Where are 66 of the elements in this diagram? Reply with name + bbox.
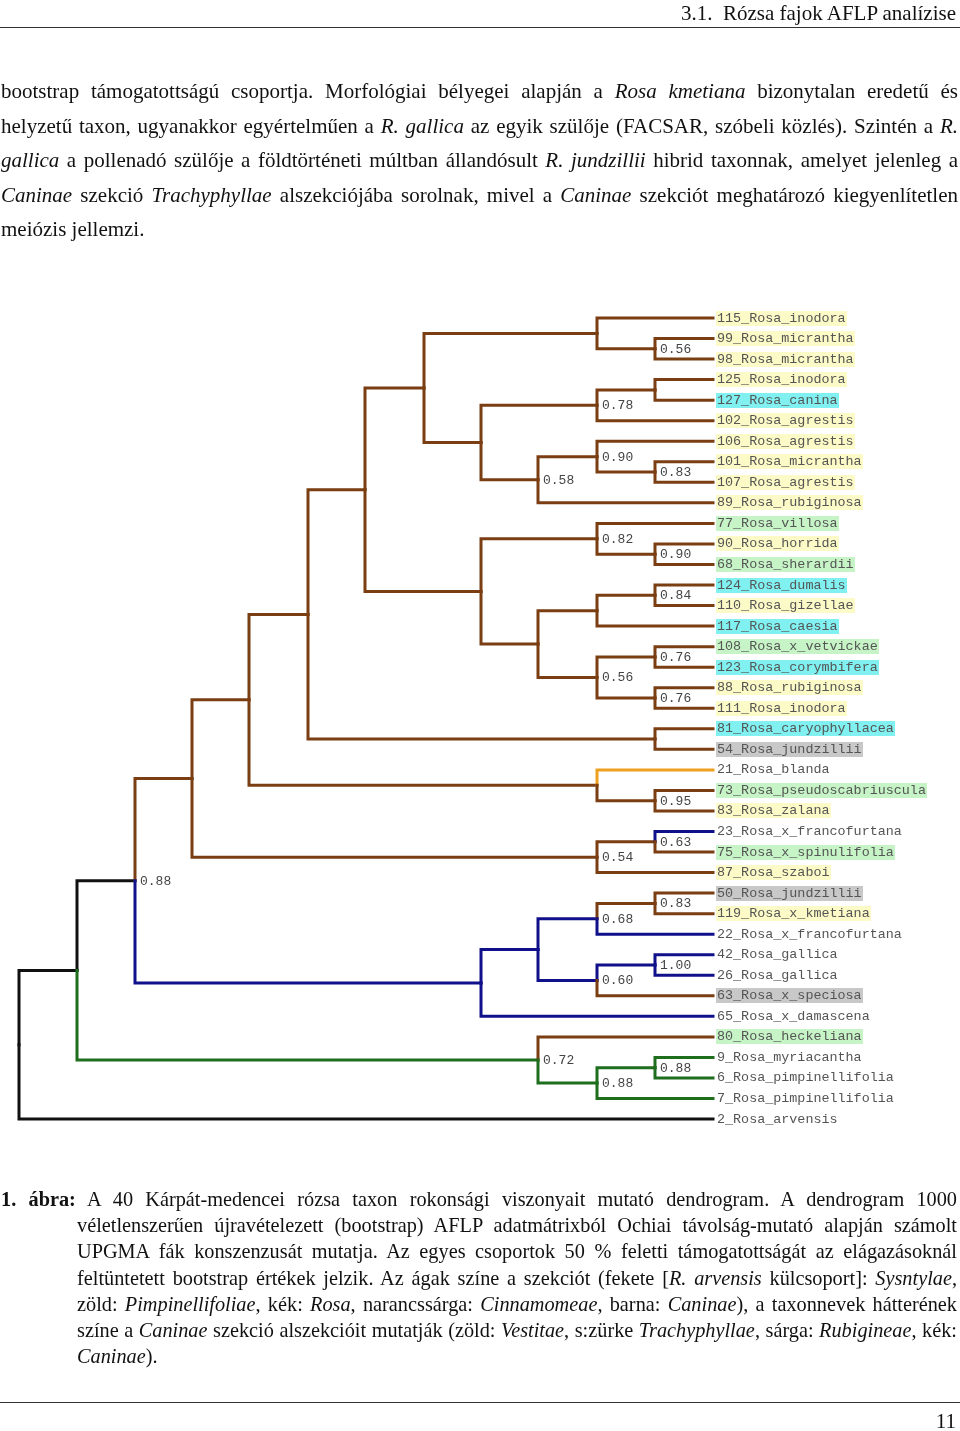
taxon-label: 101_Rosa_micrantha bbox=[716, 454, 863, 470]
bootstrap-value: 0.60 bbox=[602, 974, 634, 989]
taxon-label: 88_Rosa_rubiginosa bbox=[716, 680, 863, 696]
bootstrap-value: 0.78 bbox=[602, 399, 634, 414]
taxon-label: 102_Rosa_agrestis bbox=[716, 413, 855, 429]
taxon-label: 75_Rosa_x_spinulifolia bbox=[716, 844, 895, 860]
taxon-label: 7_Rosa_pimpinellifolia bbox=[716, 1091, 895, 1106]
bootstrap-value: 0.56 bbox=[660, 342, 692, 357]
bootstrap-value: 0.76 bbox=[660, 692, 692, 706]
bootstrap-value: 0.63 bbox=[660, 835, 692, 850]
taxon-label: 50_Rosa_jundzillii bbox=[716, 885, 863, 901]
taxon-label: 111_Rosa_inodora bbox=[716, 700, 847, 716]
taxon-label: 2_Rosa_arvensis bbox=[716, 1111, 839, 1127]
taxon-label: 90_Rosa_horrida bbox=[716, 536, 839, 552]
bootstrap-value: 0.88 bbox=[660, 1061, 692, 1076]
body-paragraph: bootstrap támogatottságú csoportja. Morfológiai bélyegei alapján a Rosa kmetiana bizonytalan eredetű és helyzetű taxon, ugyanakkor egyértelműen a R. gallica az egyik szülője (FACSAR, szóbeli közlés). Szintén a R. gallica a pollenadó szülője a földtörténeti múltban állandósult R. jundzillii hibrid taxonnak, amelyet jelenleg a Caninae szekció Trachyphyllae alszekciójába sorolnak, mivel a Caninae szekciót meghatározó kiegyenlítetlen meiózis jellemzi. bbox=[1, 78, 958, 243]
bootstrap-value: 0.88 bbox=[602, 1077, 634, 1092]
figure-caption: 1. ábra: A 40 Kárpát-medencei rózsa taxon rokonsági viszonyait mutató dendrogram. A dendrogram 1000 véletlenszerűen újravételezett (bootstrap) AFLP adatmátrixból Ochiai távolság-mutató alapján számolt UPGMA fák konszenzusát mutatja. Az egyes csoportok 50 % feletti támogatottságát az elágazásoknál feltüntetett bootstrap értékek jelzik. Az ágak színe a szekciót (fekete [R. arvensis külcsoport]: Sysntylae, zöld: Pimpinellifoliae, kék: Rosa, narancssárga: Cinnamomeae, barna: Caninae), a taxonnevek hátterének színe a Caninae szekció alszekcióit mutatják (zöld: Vestitae, s:zürke Trachyphyllae, sárga: Rubigineae, kék: Caninae). bbox=[1, 1187, 957, 1370]
taxon-label: 81_Rosa_caryophyllacea bbox=[716, 721, 895, 737]
bootstrap-value: 0.68 bbox=[602, 912, 634, 927]
taxon-label: 68_Rosa_sherardii bbox=[716, 556, 855, 572]
taxon-label: 26_Rosa_gallica bbox=[716, 967, 839, 983]
bootstrap-value: 0.83 bbox=[660, 897, 692, 912]
taxon-label: 127_Rosa_canina bbox=[716, 392, 839, 408]
bootstrap-value: 0.83 bbox=[660, 466, 692, 481]
bootstrap-value: 0.90 bbox=[602, 450, 634, 465]
taxon-label: 65_Rosa_x_damascena bbox=[716, 1008, 871, 1024]
bootstrap-value: 0.56 bbox=[602, 671, 634, 686]
bootstrap-value: 0.95 bbox=[660, 794, 692, 809]
taxon-label: 115_Rosa_inodora bbox=[716, 310, 847, 326]
taxon-label: 123_Rosa_corymbifera bbox=[716, 659, 879, 675]
taxon-label: 6_Rosa_pimpinellifolia bbox=[716, 1070, 895, 1086]
taxon-label: 42_Rosa_gallica bbox=[716, 947, 839, 963]
taxon-label: 106_Rosa_agrestis bbox=[716, 433, 855, 449]
taxon-label: 77_Rosa_villosa bbox=[716, 515, 839, 531]
taxon-label: 117_Rosa_caesia bbox=[716, 618, 839, 634]
taxon-label: 87_Rosa_szaboi bbox=[716, 865, 831, 881]
bootstrap-value: 0.90 bbox=[660, 548, 692, 563]
taxon-label: 125_Rosa_inodora bbox=[716, 372, 847, 388]
taxon-label: 110_Rosa_gizellae bbox=[716, 598, 855, 614]
bootstrap-value: 0.58 bbox=[543, 473, 575, 488]
bootstrap-value: 0.84 bbox=[660, 589, 692, 604]
taxon-label: 107_Rosa_agrestis bbox=[716, 474, 855, 490]
taxon-label: 108_Rosa_x_vetvickae bbox=[716, 639, 879, 655]
taxon-label: 23_Rosa_x_francofurtana bbox=[716, 824, 903, 839]
taxon-label: 22_Rosa_x_francofurtana bbox=[716, 926, 903, 942]
taxon-label: 124_Rosa_dumalis bbox=[716, 577, 847, 593]
bootstrap-value: 0.88 bbox=[140, 874, 172, 889]
running-header: 3.1. Rózsa fajok AFLP analízise bbox=[680, 0, 956, 26]
page-number: 11 bbox=[935, 1408, 956, 1431]
taxon-label: 80_Rosa_heckeliana bbox=[716, 1029, 863, 1045]
taxon-label: 83_Rosa_zalana bbox=[716, 803, 831, 819]
taxon-label: 119_Rosa_x_kmetiana bbox=[716, 906, 871, 922]
taxon-label: 99_Rosa_micrantha bbox=[716, 331, 855, 347]
taxon-label: 73_Rosa_pseudoscabriuscula bbox=[716, 782, 927, 798]
taxon-label: 98_Rosa_micrantha bbox=[716, 351, 855, 367]
taxon-label: 9_Rosa_myriacantha bbox=[716, 1049, 863, 1065]
taxon-label: 63_Rosa_x_speciosa bbox=[716, 988, 863, 1004]
bootstrap-value: 0.82 bbox=[602, 532, 634, 547]
taxon-label: 21_Rosa_blanda bbox=[716, 762, 831, 778]
bootstrap-value: 1.00 bbox=[660, 959, 692, 973]
bootstrap-value: 0.72 bbox=[543, 1054, 575, 1068]
taxon-label: 54_Rosa_jundzillii bbox=[716, 741, 863, 757]
taxon-label: 89_Rosa_rubiginosa bbox=[716, 495, 863, 511]
bootstrap-value: 0.76 bbox=[660, 650, 692, 665]
bootstrap-value: 0.54 bbox=[602, 851, 634, 866]
